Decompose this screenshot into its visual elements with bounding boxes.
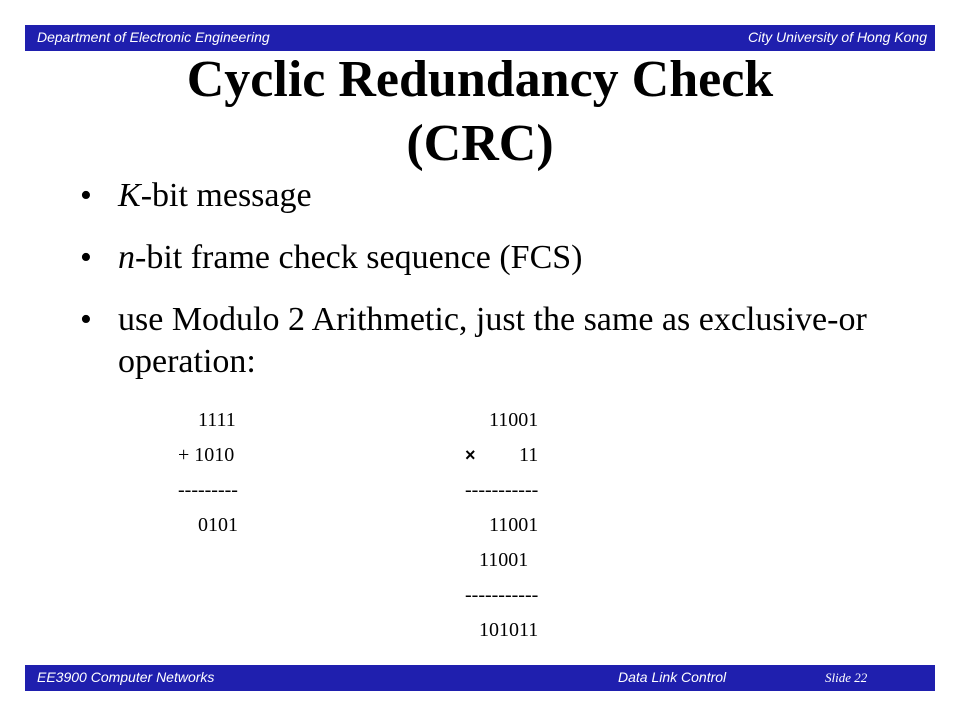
multiplication-result: 101011 [479,619,539,641]
header-bar: Department of Electronic Engineering Cit… [25,25,935,51]
bullet-item-modulo2: • use Modulo 2 Arithmetic, just the same… [80,299,910,383]
multiplication-separator-1: ----------- [465,479,539,501]
bullet-variable: n [118,239,135,276]
slide-title: Cyclic Redundancy Check (CRC) [0,48,960,176]
footer-bar: EE3900 Computer Networks Data Link Contr… [25,665,935,691]
bullet-item-kbit: • K-bit message [80,175,910,217]
multiplication-partial-2: 11001 [479,549,529,571]
bullet-marker: • [80,239,92,276]
multiply-operator: × [465,445,476,465]
slide-number: Slide 22 [825,670,868,685]
title-line-2: (CRC) [406,115,554,172]
multiplication-separator-2: ----------- [465,584,539,606]
addition-separator: --------- [178,479,238,501]
bullet-text: use Modulo 2 Arithmetic, just the same a… [118,301,867,380]
bullet-text: -bit frame check sequence (FCS) [135,239,583,276]
addition-result: 0101 [198,514,238,536]
multiplication-operand-2: 11 [519,444,539,466]
bullet-item-nbit: • n-bit frame check sequence (FCS) [80,237,910,279]
addition-operand-1: 1111 [198,409,236,431]
bullet-variable: K [118,177,141,214]
multiplication-partial-1: 11001 [489,514,539,536]
university-label: City University of Hong Kong [748,29,927,45]
addition-operand-2: + 1010 [178,444,235,466]
department-label: Department of Electronic Engineering [37,29,270,45]
multiplication-operand-1: 11001 [489,409,539,431]
bullet-text: -bit message [140,177,312,214]
course-label: EE3900 Computer Networks [37,669,215,685]
bullet-list: • K-bit message • n-bit frame check sequ… [80,175,910,403]
title-line-1: Cyclic Redundancy Check [186,51,774,108]
topic-label: Data Link Control [618,669,727,685]
bullet-marker: • [80,301,92,338]
bullet-marker: • [80,177,92,214]
